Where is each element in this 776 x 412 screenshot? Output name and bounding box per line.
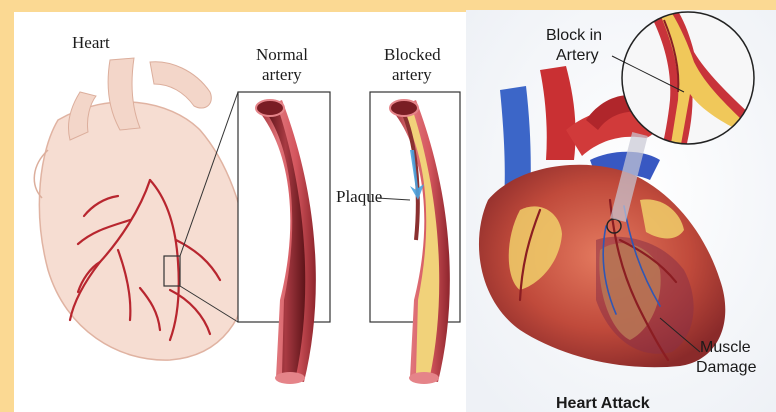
block-label-1: Block in [546, 27, 602, 44]
muscle-label-2: Damage [696, 359, 757, 376]
heart-label: Heart [72, 33, 110, 52]
plaque-label: Plaque [336, 187, 382, 206]
diagram-title: Heart Attack [556, 395, 650, 412]
normal-artery-label-1: Normal [256, 45, 308, 64]
normal-artery-label-2: artery [262, 65, 302, 84]
block-label-2: Artery [556, 47, 599, 64]
blocked-artery-label-1: Blocked [384, 45, 441, 64]
muscle-label-1: Muscle [700, 339, 751, 356]
blocked-artery-label-2: artery [392, 65, 432, 84]
